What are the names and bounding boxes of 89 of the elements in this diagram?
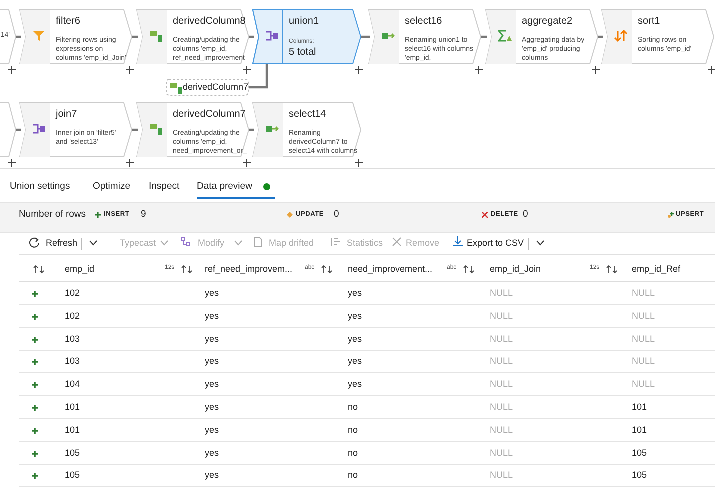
transform-card	[486, 10, 598, 64]
table-cell: yes	[205, 310, 220, 321]
table-cell: yes	[205, 379, 220, 390]
column-header: ref_need_improvem...	[205, 264, 293, 274]
table-cell: NULL	[490, 310, 514, 321]
transform-card	[20, 10, 132, 64]
toolbar-button: Map drifted	[269, 237, 314, 249]
count-value: 0	[334, 209, 340, 220]
table-cell: 101	[632, 402, 648, 412]
column-header: emp_id	[65, 264, 95, 274]
table-cell: NULL	[490, 379, 514, 390]
table-cell: yes	[205, 424, 220, 435]
node-title: join7	[56, 109, 78, 120]
table-cell: no	[348, 448, 358, 458]
count-value: 9	[141, 209, 146, 220]
table-cell: NULL	[490, 448, 514, 458]
node-title: union1	[289, 16, 320, 27]
table-cell: no	[348, 424, 358, 435]
table-cell: NULL	[632, 356, 656, 366]
transform-card	[0, 103, 16, 157]
table-cell: NULL	[632, 310, 656, 321]
table-cell: 101	[65, 402, 80, 412]
table-cell: NULL	[490, 424, 514, 435]
table-cell: 103	[65, 356, 80, 366]
table-cell: yes	[348, 334, 362, 344]
summary-label: Number of rows	[19, 209, 86, 220]
toolbar-button: Modify	[198, 237, 225, 249]
toolbar-button: Typecast	[120, 237, 156, 249]
connector-line	[249, 64, 268, 89]
table-cell: yes	[348, 379, 362, 390]
table-cell: NULL	[632, 334, 656, 344]
transform-card	[369, 10, 481, 64]
table-cell: no	[348, 470, 358, 480]
table-cell: NULL	[490, 334, 514, 344]
table-cell: 105	[632, 470, 648, 480]
table-cell: 101	[632, 424, 648, 435]
transform-card	[20, 103, 132, 157]
node-title: filter6	[56, 16, 80, 27]
transform-card	[137, 10, 249, 64]
node-title: select16	[405, 16, 442, 27]
table-cell: NULL	[490, 288, 514, 298]
table-cell: yes	[205, 356, 220, 366]
table-cell: 103	[65, 334, 80, 344]
tab: Optimize	[93, 181, 130, 193]
table-cell: NULL	[490, 356, 514, 366]
selected-transform-card	[253, 10, 361, 64]
node-title: sort1	[638, 16, 660, 27]
table-cell: 101	[65, 424, 80, 435]
toolbar-button: Export to CSV	[467, 237, 524, 249]
table-cell: yes	[348, 356, 362, 366]
table-cell: 102	[65, 288, 80, 298]
tab: Union settings	[10, 181, 70, 193]
column-header: need_improvement...	[348, 264, 433, 274]
node-title: aggregate2	[522, 16, 573, 27]
table-cell: yes	[205, 470, 220, 480]
node-value: 5 total	[289, 47, 316, 58]
transform-card	[0, 10, 16, 64]
table-cell: yes	[205, 334, 220, 344]
toolbar-button: Refresh	[46, 237, 78, 249]
table-cell: 105	[65, 470, 80, 480]
table-cell: 104	[65, 379, 80, 390]
column-header: emp_id_Join	[490, 264, 542, 274]
tab: Data preview	[197, 181, 252, 193]
table-cell: yes	[205, 448, 220, 458]
column-header: emp_id_Ref	[632, 264, 681, 274]
node-title: select14	[289, 109, 326, 120]
node-title: derivedColumn7	[173, 109, 246, 120]
table-cell: NULL	[632, 379, 656, 390]
transform-card	[253, 103, 361, 157]
count-value: 0	[523, 209, 528, 220]
table-cell: 105	[65, 448, 80, 458]
table-cell: NULL	[490, 402, 514, 412]
table-cell: NULL	[490, 470, 514, 480]
toolbar-button: Remove	[406, 237, 440, 249]
table-cell: yes	[348, 310, 362, 321]
table-cell: yes	[205, 288, 220, 298]
transform-card	[137, 103, 249, 157]
reference-card	[166, 79, 249, 96]
node-title: derivedColumn8	[173, 16, 246, 27]
table-cell: 105	[632, 448, 648, 458]
table-cell: 102	[65, 310, 80, 321]
table-cell: no	[348, 402, 358, 412]
table-cell: yes	[348, 288, 362, 298]
node-title: derivedColumn7	[183, 82, 249, 92]
table-cell: NULL	[632, 288, 656, 298]
transform-card	[602, 10, 714, 64]
toolbar-button: Statistics	[347, 237, 384, 249]
tab: Inspect	[149, 181, 180, 193]
table-cell: yes	[205, 402, 220, 412]
